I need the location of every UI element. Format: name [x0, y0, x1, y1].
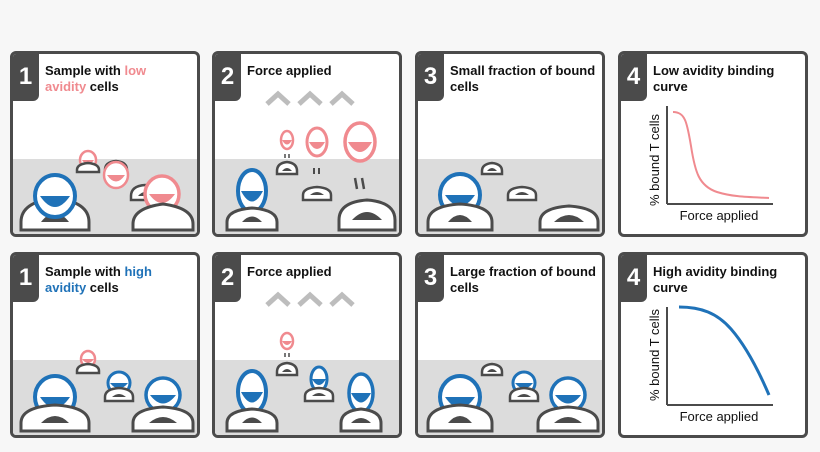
target-cell-icon [75, 161, 101, 174]
target-cell-icon [301, 185, 333, 202]
step-number: 4 [621, 54, 647, 101]
panel-title: Large fraction of bound cells [450, 264, 596, 295]
target-cell-icon [426, 403, 494, 433]
panel-title: Force applied [247, 63, 332, 78]
panel-high-force: 2 Force applied [212, 252, 402, 438]
panel-low-curve: 4 Low avidity binding curve % bound T ce… [618, 51, 808, 237]
panel-title: Low avidity binding curve [653, 63, 775, 94]
panel-title: Small fraction of bound cells [450, 63, 596, 94]
target-cell-icon [275, 160, 299, 176]
step-number: 3 [418, 54, 444, 101]
panel-title: High avidity binding curve [653, 264, 778, 295]
panel-high-curve: 4 High avidity binding curve % bound T c… [618, 252, 808, 438]
target-cell-icon [480, 362, 504, 377]
chevron-up-icon [265, 291, 355, 307]
binding-curve-chart: % bound T cells Force applied [647, 305, 773, 424]
target-cell-icon [75, 362, 101, 375]
t-cell-icon [279, 129, 295, 151]
step-number: 1 [13, 54, 39, 101]
scene [426, 362, 600, 433]
t-cell-icon [309, 365, 329, 393]
panel-low-force: 2 Force applied [212, 51, 402, 237]
target-cell-icon [303, 386, 335, 403]
target-cell-icon [337, 198, 397, 232]
scene [19, 349, 195, 433]
t-cell-icon [143, 174, 181, 214]
t-cell-icon [549, 376, 587, 414]
t-cell-icon [33, 173, 77, 219]
target-cell-icon [19, 403, 91, 433]
y-axis-label: % bound T cells [647, 308, 662, 401]
step-number: 4 [621, 255, 647, 302]
step-number: 2 [215, 255, 241, 302]
binding-curve-chart: % bound T cells Force applied [647, 106, 773, 223]
binding-curve [672, 111, 770, 199]
y-axis-label: % bound T cells [647, 113, 662, 206]
target-cell-icon [103, 386, 135, 403]
target-cell-icon [225, 407, 279, 433]
panel-high-result: 3 Large fraction of bound cells [415, 252, 605, 438]
motion-lines-icon [353, 177, 366, 190]
t-cell-icon [236, 369, 268, 415]
target-cell-icon [506, 185, 538, 202]
step-number: 2 [215, 54, 241, 101]
target-cell-icon [426, 202, 494, 232]
t-cell-icon [305, 126, 329, 158]
target-cell-icon [538, 204, 600, 232]
target-cell-icon [480, 161, 504, 176]
panel-low-result: 3 Small fraction of bound cells [415, 51, 605, 237]
motion-lines-icon [284, 154, 290, 158]
step-number: 3 [418, 255, 444, 302]
scene [19, 149, 195, 232]
x-axis-label: Force applied [680, 409, 759, 424]
t-cell-icon [102, 160, 130, 190]
step-number: 1 [13, 255, 39, 302]
scene [225, 90, 397, 232]
motion-lines-icon [313, 168, 320, 174]
binding-curve [678, 305, 771, 396]
t-cell-icon [347, 372, 375, 414]
scene [225, 291, 383, 433]
target-cell-icon [339, 407, 383, 433]
t-cell-icon [343, 121, 377, 163]
target-cell-icon [131, 202, 195, 232]
t-cell-icon [236, 168, 268, 214]
target-cell-icon [225, 206, 279, 232]
target-cell-icon [536, 405, 600, 433]
panel-low-sample: 1 Sample with low avidity cells [10, 51, 200, 237]
target-cell-icon [275, 361, 299, 377]
target-cell-icon [131, 405, 195, 433]
panel-title: Sample with high avidity cells [45, 264, 152, 295]
t-cell-icon [79, 349, 97, 369]
x-axis-label: Force applied [680, 208, 759, 223]
t-cell-icon [279, 331, 295, 351]
target-cell-icon [508, 386, 540, 403]
panel-title: Force applied [247, 264, 332, 279]
panel-title: Sample with low avidity cells [45, 63, 147, 94]
panel-high-sample: 1 Sample with high avidity cells [10, 252, 200, 438]
chevron-up-icon [265, 90, 355, 106]
scene [426, 161, 600, 232]
motion-lines-icon [284, 353, 290, 357]
